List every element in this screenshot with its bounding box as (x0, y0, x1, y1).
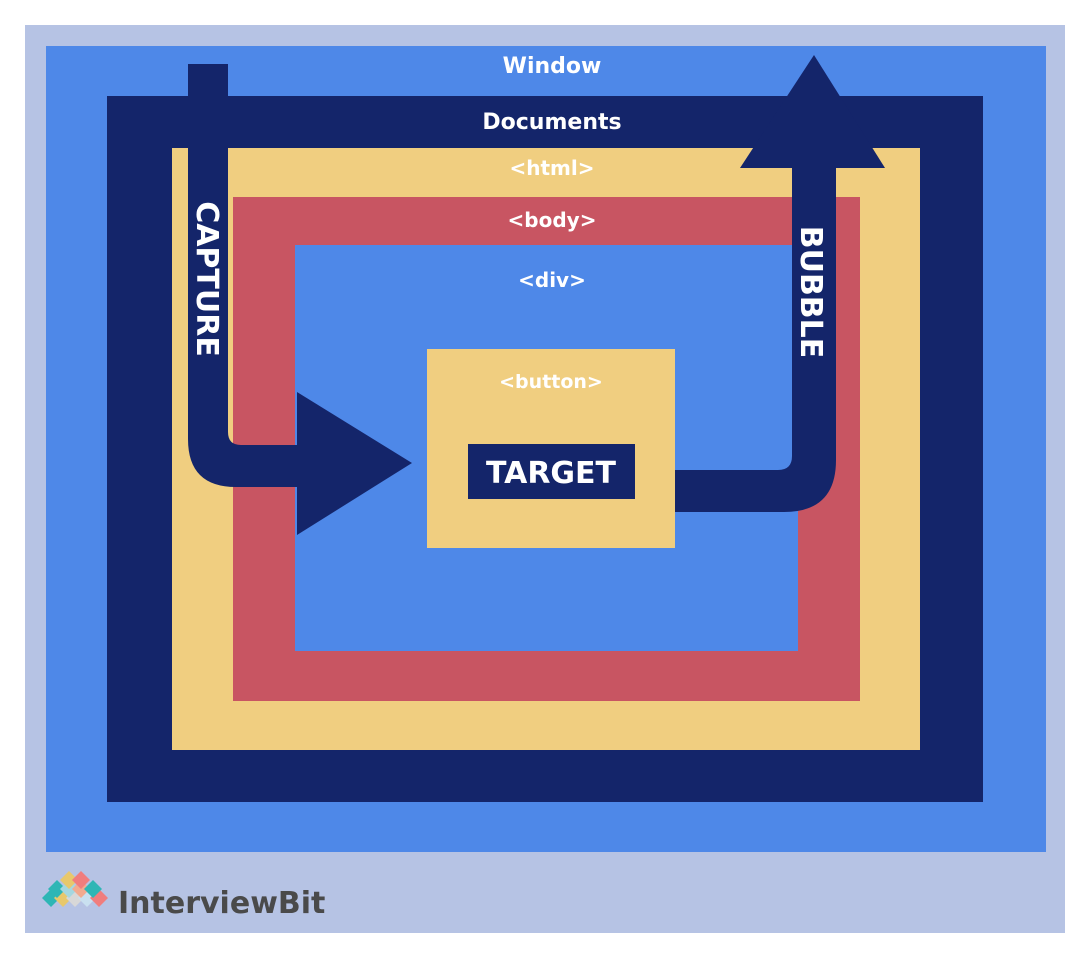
bubble-arrow-shaft (675, 165, 836, 512)
bubble-label: BUBBLE (793, 226, 828, 359)
div-label: <div> (518, 268, 586, 292)
interviewbit-logo-text: InterviewBit (118, 886, 325, 921)
body-label: <body> (508, 208, 597, 232)
interviewbit-logo-icon (42, 871, 108, 907)
target-label: TARGET (486, 456, 617, 491)
target-box (468, 444, 635, 499)
button-label: <button> (499, 371, 603, 393)
window-label: Window (503, 54, 602, 79)
documents-label: Documents (482, 110, 621, 135)
capture-arrow-head (297, 392, 412, 535)
capture-arrow-shaft (188, 64, 300, 487)
html-label: <html> (509, 156, 594, 180)
bubble-arrow-head (740, 55, 885, 168)
capture-label: CAPTURE (189, 201, 224, 357)
